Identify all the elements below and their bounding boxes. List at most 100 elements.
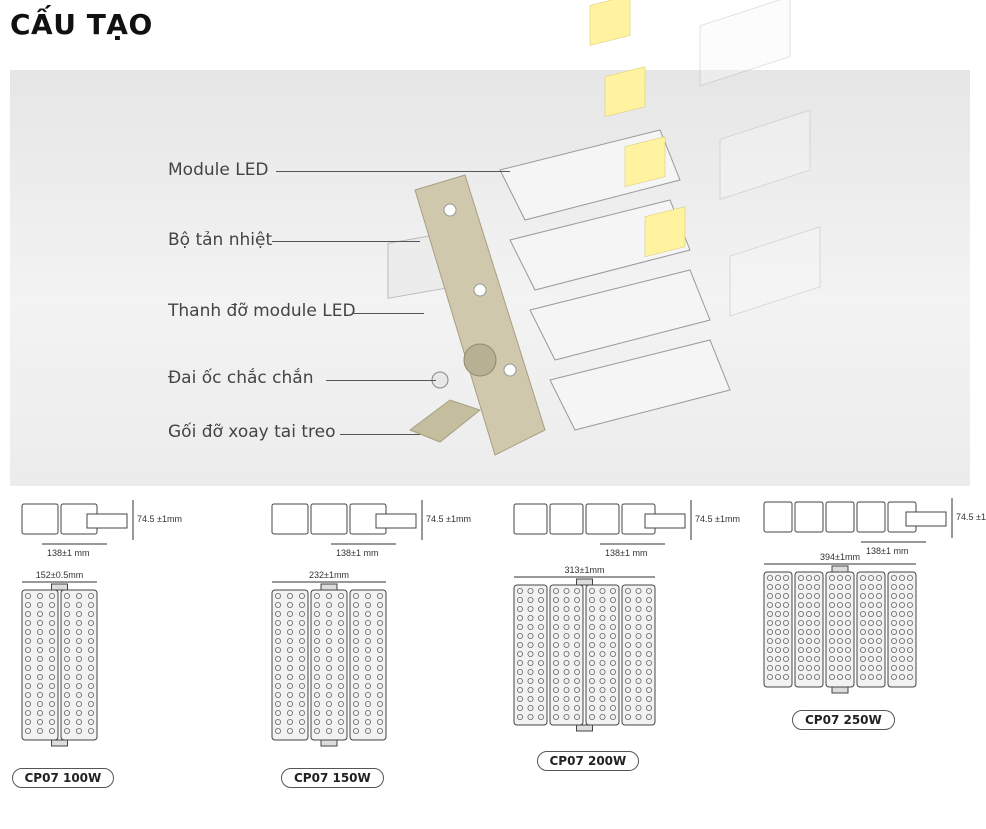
- led-lens: [49, 638, 56, 645]
- led-lens: [376, 620, 383, 627]
- led-lens: [845, 656, 852, 663]
- led-lens: [49, 656, 56, 663]
- led-lens: [876, 611, 883, 618]
- led-lens: [806, 656, 813, 663]
- led-lens: [610, 651, 617, 658]
- led-lens: [24, 665, 31, 672]
- led-lens: [274, 710, 281, 717]
- led-lens: [860, 620, 867, 627]
- led-lens: [527, 678, 534, 685]
- top-view-module: [763, 501, 793, 533]
- led-lens: [891, 674, 898, 681]
- led-lens: [891, 620, 898, 627]
- top-view-bracket: [905, 511, 947, 527]
- led-lens: [907, 656, 914, 663]
- led-lens: [298, 638, 305, 645]
- led-lens: [589, 624, 596, 631]
- led-lens: [610, 597, 617, 604]
- mount-tab: [831, 565, 849, 573]
- led-lens: [783, 611, 790, 618]
- top-view-module: [856, 501, 886, 533]
- led-lens: [286, 647, 293, 654]
- mount-tab: [51, 739, 68, 747]
- led-lens: [783, 602, 790, 609]
- led-lens: [837, 665, 844, 672]
- led-lens: [845, 647, 852, 654]
- led-lens: [364, 719, 371, 726]
- led-lens: [337, 701, 344, 708]
- bracket-dimension-label: 138±1 mm: [336, 548, 378, 558]
- led-lens: [286, 629, 293, 636]
- led-lens: [88, 656, 95, 663]
- led-lens: [589, 669, 596, 676]
- led-lens: [538, 606, 545, 613]
- led-lens: [868, 620, 875, 627]
- led-lens: [907, 611, 914, 618]
- mount-tab: [576, 578, 593, 586]
- led-lens: [337, 710, 344, 717]
- led-lens: [574, 687, 581, 694]
- led-lens: [376, 710, 383, 717]
- led-lens: [625, 597, 632, 604]
- led-lens: [527, 660, 534, 667]
- led-lens: [76, 665, 83, 672]
- height-dimension-label: 74.5 ±1mm: [137, 514, 182, 524]
- led-lens: [625, 678, 632, 685]
- led-lens: [337, 683, 344, 690]
- led-lens: [829, 647, 836, 654]
- led-lens: [325, 620, 332, 627]
- led-lens: [814, 602, 821, 609]
- led-lens: [574, 597, 581, 604]
- led-lens: [775, 611, 782, 618]
- led-lens: [286, 602, 293, 609]
- led-lens: [891, 629, 898, 636]
- led-lens: [635, 660, 642, 667]
- led-lens: [876, 584, 883, 591]
- led-lens: [845, 593, 852, 600]
- led-lens: [553, 606, 560, 613]
- led-lens: [76, 674, 83, 681]
- led-lens: [868, 575, 875, 582]
- led-lens: [376, 611, 383, 618]
- led-lens: [313, 701, 320, 708]
- led-lens: [274, 665, 281, 672]
- led-lens: [599, 669, 606, 676]
- led-lens: [376, 665, 383, 672]
- led-lens: [589, 696, 596, 703]
- led-lens: [49, 611, 56, 618]
- led-lens: [814, 647, 821, 654]
- led-lens: [64, 719, 71, 726]
- led-lens: [625, 705, 632, 712]
- led-lens: [860, 656, 867, 663]
- led-lens: [352, 719, 359, 726]
- led-lens: [64, 656, 71, 663]
- led-lens: [829, 629, 836, 636]
- led-lens: [783, 629, 790, 636]
- led-lens: [364, 656, 371, 663]
- led-lens: [610, 696, 617, 703]
- led-lens: [798, 674, 805, 681]
- led-lens: [517, 660, 524, 667]
- led-lens: [625, 642, 632, 649]
- led-lens: [49, 719, 56, 726]
- led-lens: [298, 611, 305, 618]
- led-lens: [76, 656, 83, 663]
- top-view-module: [271, 503, 309, 535]
- led-lens: [767, 638, 774, 645]
- led-lens: [325, 638, 332, 645]
- led-lens: [563, 696, 570, 703]
- led-lens: [286, 674, 293, 681]
- led-lens: [64, 611, 71, 618]
- led-lens: [837, 638, 844, 645]
- led-lens: [829, 656, 836, 663]
- led-lens: [352, 611, 359, 618]
- led-lens: [538, 660, 545, 667]
- led-lens: [337, 719, 344, 726]
- led-lens: [376, 656, 383, 663]
- led-lens: [376, 719, 383, 726]
- led-lens: [860, 647, 867, 654]
- led-lens: [845, 620, 852, 627]
- led-lens: [876, 629, 883, 636]
- led-lens: [313, 647, 320, 654]
